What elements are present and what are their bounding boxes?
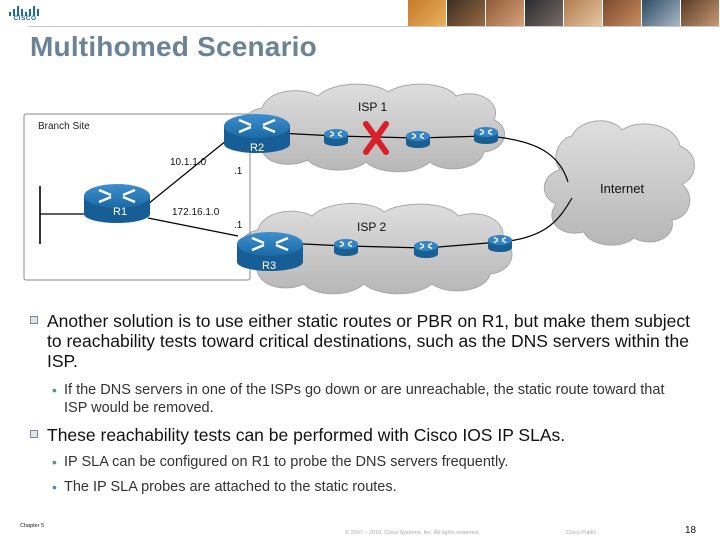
banner-photo xyxy=(681,0,720,26)
chapter-label: Chapter 5 xyxy=(20,523,45,529)
internet-label: Internet xyxy=(600,181,645,196)
bullet-item: These reachability tests can be performe… xyxy=(30,425,690,445)
cisco-logo-bars xyxy=(9,6,39,16)
link-isp1-internet xyxy=(485,135,569,183)
link-r1-r2 xyxy=(147,135,233,205)
classification-label: Cisco Public xyxy=(566,530,597,536)
sub-bullet-item: • If the DNS servers in one of the ISPs … xyxy=(30,381,690,417)
header-divider xyxy=(28,26,720,27)
isp2-router-icon xyxy=(487,234,513,253)
dot-bullet-icon: • xyxy=(52,454,57,470)
banner-photo xyxy=(525,0,564,26)
link-isp2-internal xyxy=(345,245,427,249)
banner-photo xyxy=(486,0,525,26)
branch-site-label: Branch Site xyxy=(38,121,90,132)
host-bottom-label: .1 xyxy=(234,220,243,231)
sub-bullet-text: IP SLA can be configured on R1 to probe … xyxy=(64,454,509,470)
link-isp2-internal xyxy=(425,241,501,249)
isp2-label: ISP 2 xyxy=(357,220,387,234)
sub-bullet-text: If the DNS servers in one of the ISPs go… xyxy=(64,382,665,416)
dot-bullet-icon: • xyxy=(52,479,57,495)
sub-bullet-text: The IP SLA probes are attached to the st… xyxy=(64,479,397,495)
isp2-router-icon xyxy=(333,238,359,257)
r1-label: R1 xyxy=(113,206,128,218)
square-bullet-icon xyxy=(30,316,38,324)
link-r1-r3 xyxy=(147,217,239,237)
network-top-label: 10.1.1.0 xyxy=(170,157,207,168)
network-bottom-label: 172.16.1.0 xyxy=(172,207,220,218)
bullet-item: Another solution is to use either static… xyxy=(30,311,690,371)
isp1-router-icon xyxy=(405,130,431,149)
bullet-list: Another solution is to use either static… xyxy=(30,310,690,496)
isp1-router-icon xyxy=(323,128,349,147)
top-banner: CISCO xyxy=(0,0,720,26)
isp1-label: ISP 1 xyxy=(358,100,388,114)
copyright-text: © 2007 – 2016, Cisco Systems, Inc. All r… xyxy=(345,530,480,536)
link-failure-icon xyxy=(363,121,389,155)
cisco-logo-text: CISCO xyxy=(13,15,37,22)
square-bullet-icon xyxy=(30,430,38,438)
page-title: Multihomed Scenario xyxy=(30,31,317,62)
branch-site-box xyxy=(23,113,251,281)
host-top-label: .1 xyxy=(234,166,243,177)
network-diagram-svg xyxy=(23,83,695,295)
sub-bullet-item: • The IP SLA probes are attached to the … xyxy=(30,478,690,496)
bullet-text: These reachability tests can be performe… xyxy=(47,425,566,445)
internet-cloud xyxy=(544,120,695,246)
r2-label: R2 xyxy=(250,142,265,154)
banner-photo xyxy=(447,0,486,26)
network-diagram: Branch Site ISP 1 ISP 2 Internet R2 R1 R… xyxy=(0,78,720,310)
dot-bullet-icon: • xyxy=(52,382,57,398)
isp2-router-icon xyxy=(413,240,439,259)
isp1-router-icon xyxy=(473,126,499,145)
r3-label: R3 xyxy=(262,260,277,272)
banner-photo xyxy=(603,0,642,26)
cisco-logo: CISCO xyxy=(8,4,42,22)
footer: Chapter 5 © 2007 – 2016, Cisco Systems, … xyxy=(0,520,720,540)
banner-photo xyxy=(408,0,447,26)
isp1-cloud xyxy=(244,83,505,173)
banner-photo xyxy=(642,0,681,26)
banner-photo xyxy=(564,0,603,26)
page-number: 18 xyxy=(685,525,697,536)
sub-bullet-item: • IP SLA can be configured on R1 to prob… xyxy=(30,453,690,471)
bullet-text: Another solution is to use either static… xyxy=(47,311,690,371)
link-isp2-internet xyxy=(499,197,573,243)
photo-strip xyxy=(408,0,720,26)
